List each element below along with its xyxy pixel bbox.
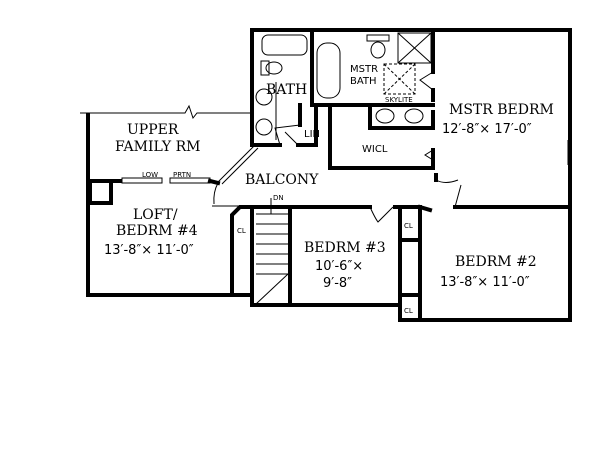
loft-dims: 13′-8″× 11′-0″ [104,243,194,258]
skylite-label: SKYLITE [385,96,413,104]
upper-family-label-2: FAMILY RM [115,139,200,155]
bedrm3-dims-2: 9′-8″ [323,276,352,291]
prtn-label: PRTN [173,171,191,179]
mstr-tub [316,42,341,99]
loft-label-2: BEDRM #4 [116,223,198,239]
loft-label-1: LOFT/ [133,207,178,223]
stair [255,198,289,305]
lin-label: LIN [304,129,320,140]
stair-dn-label: DN [273,194,284,202]
bedrm2-closet-top-label: CL [404,222,413,230]
upper-family-label-1: UPPER [127,122,179,138]
bath-label: BATH [266,82,307,98]
shower [397,32,432,64]
bathtub [261,34,308,56]
balcony-label: BALCONY [245,172,319,188]
mstr-bedrm-dims: 12′-8″× 17′-0″ [442,122,532,137]
fixtures [88,32,569,320]
bedrm2-label: BEDRM #2 [455,254,537,270]
bedrm2-dims: 13′-8″× 11′-0″ [440,275,530,290]
wicl-label: WICL [362,144,388,155]
toilet [265,61,283,75]
mstr-toilet [370,41,386,59]
bedrm3-label: BEDRM #3 [304,240,386,256]
mstr-bedrm-label: MSTR BEDRM [449,102,554,118]
low-partition-rail [121,177,163,184]
walls [80,28,572,322]
low-label: LOW [142,171,158,179]
loft-closet-label: CL [237,227,246,235]
bedrm3-dims-1: 10′-6″× [315,259,363,274]
bedrm2-closet-bottom-label: CL [404,307,413,315]
mstr-bath-label-2: BATH [350,76,377,87]
skylight [383,63,416,95]
mstr-bath-label-1: MSTR [350,64,378,75]
sink [255,88,273,106]
